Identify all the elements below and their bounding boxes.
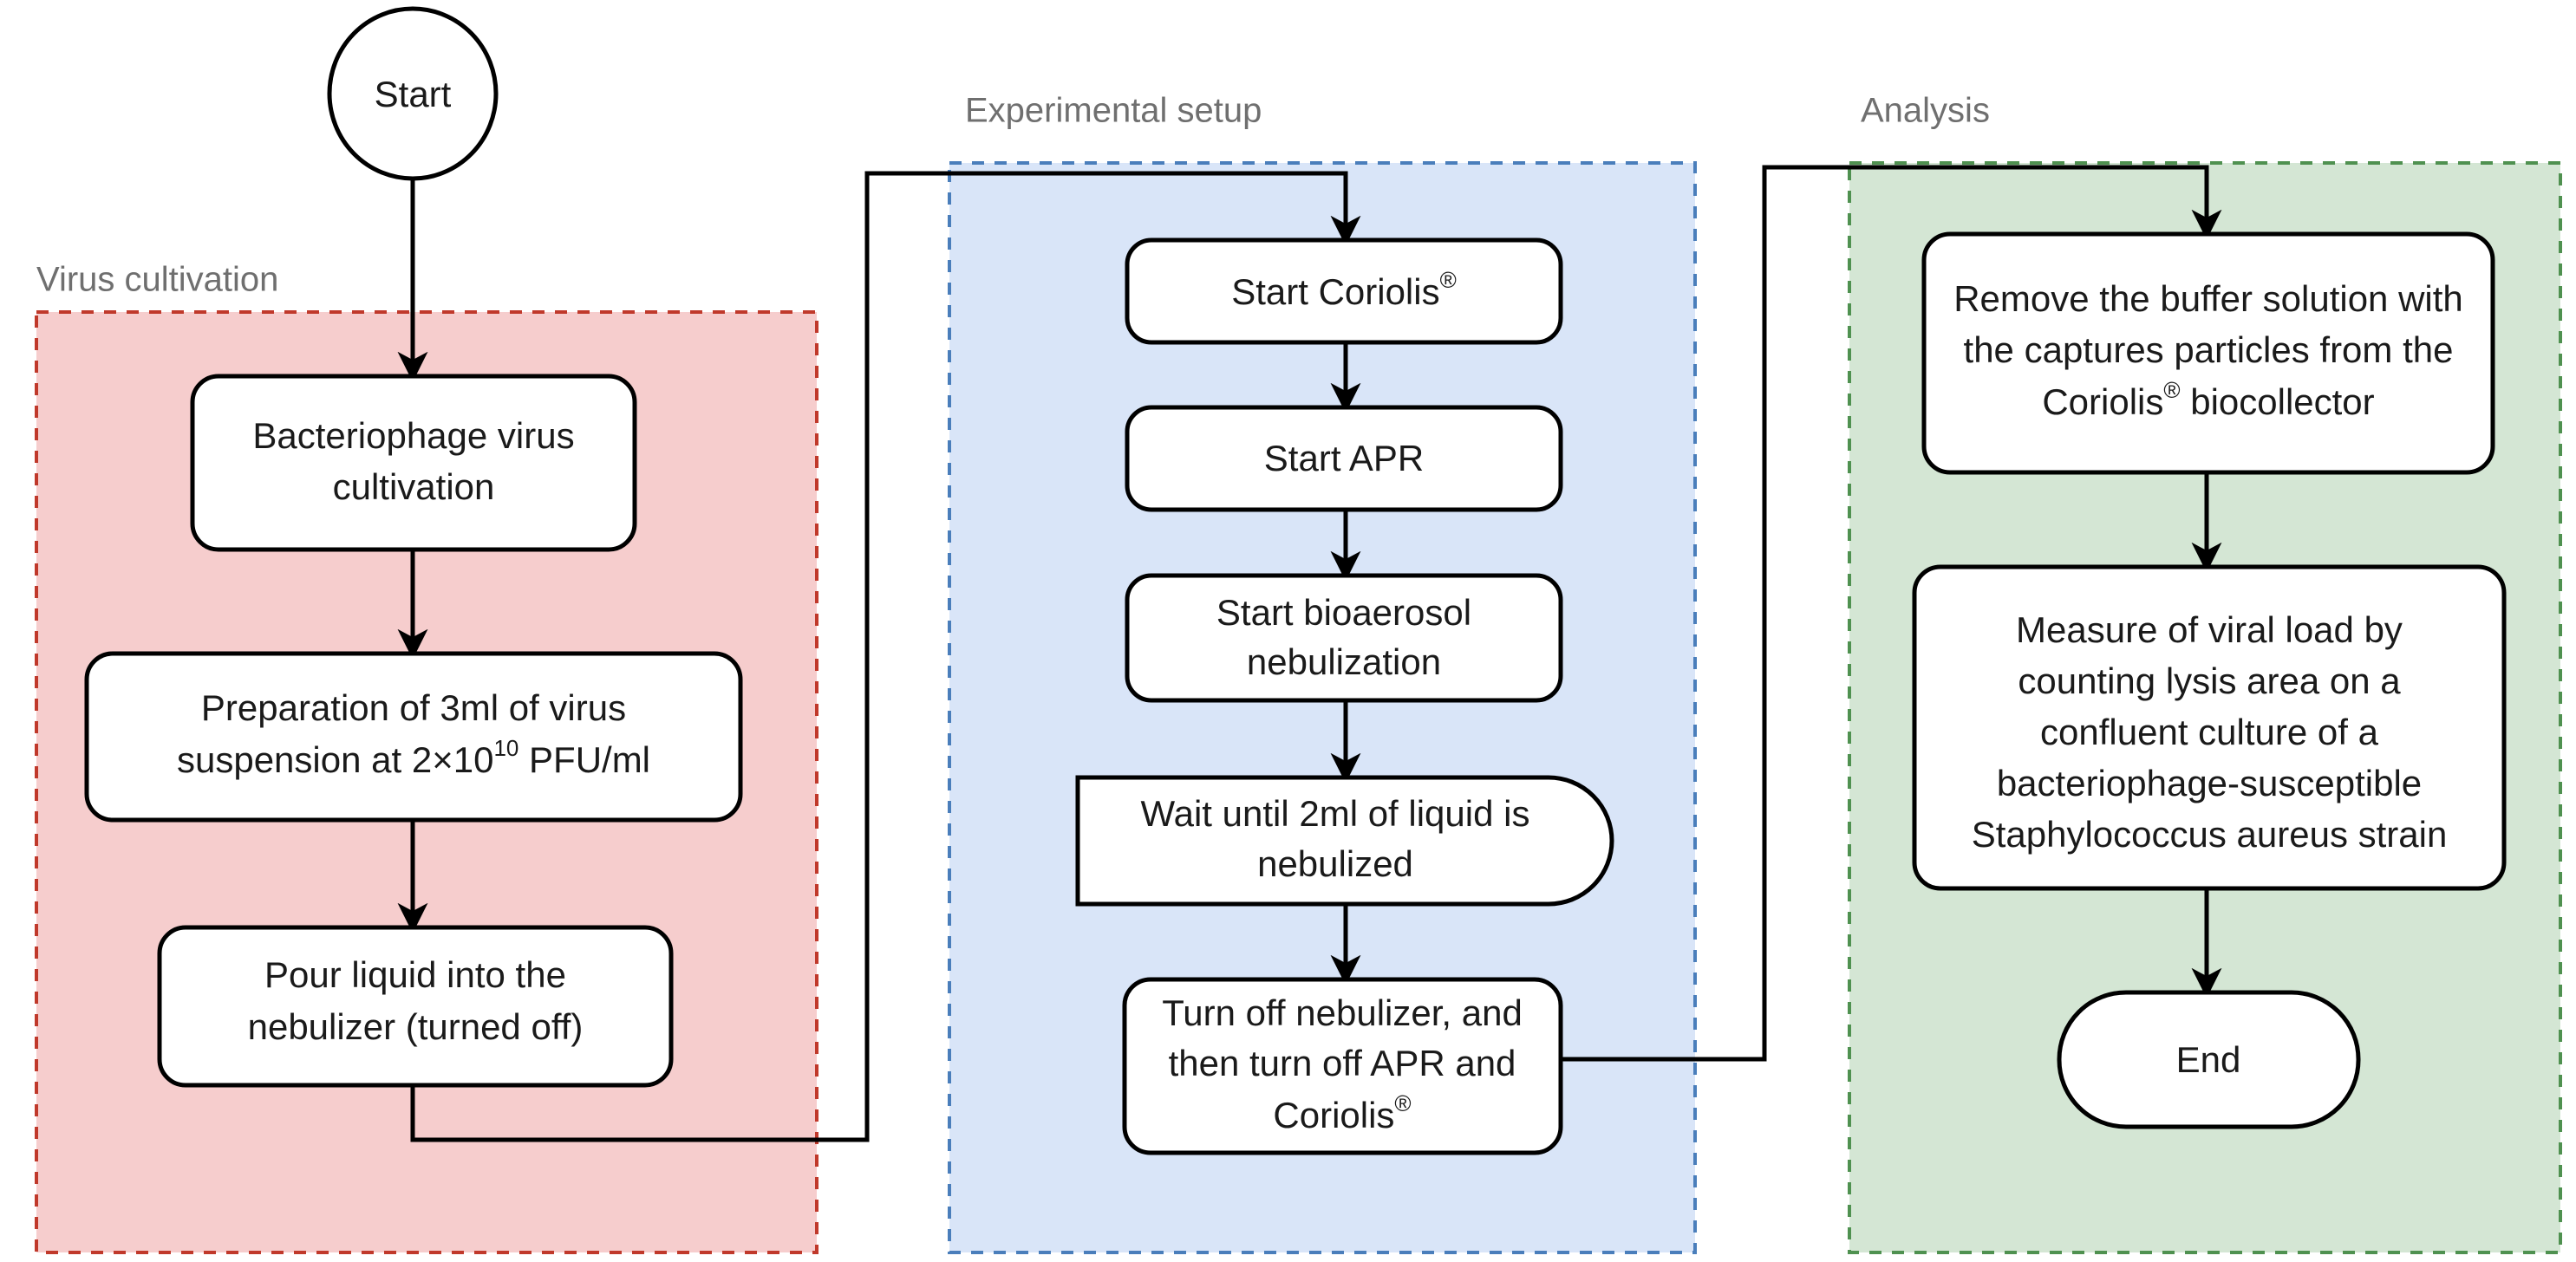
node-remove-buffer-line3-post: biocollector	[2181, 381, 2375, 422]
node-turn-off-line3-pre: Coriolis	[1273, 1095, 1394, 1135]
node-cultivation-line1: Bacteriophage virus	[252, 415, 574, 456]
node-preparation-shape[interactable]	[84, 651, 743, 823]
edge-turnoff-to-remove-buffer	[1561, 165, 2222, 1062]
node-start-nebulization-line2: nebulization	[1247, 641, 1441, 682]
node-end[interactable]: End	[2057, 990, 2361, 1129]
node-preparation-line2-post: PFU/ml	[518, 739, 650, 780]
node-turn-off-line1: Turn off nebulizer, and	[1162, 992, 1523, 1033]
node-wait[interactable]: Wait until 2ml of liquid is nebulized	[1075, 775, 1614, 907]
node-turn-off-line2: then turn off APR and	[1169, 1043, 1516, 1083]
zone-analysis-label: Analysis	[1861, 92, 1990, 130]
node-measure[interactable]: Measure of viral load by counting lysis …	[1912, 564, 2507, 891]
node-turn-off-shape[interactable]	[1122, 977, 1563, 1155]
node-end-label: End	[2176, 1039, 2241, 1080]
node-measure-line4: bacteriophage-susceptible	[1997, 763, 2422, 803]
zone-experimental-setup-label: Experimental setup	[965, 92, 1262, 130]
node-turn-off-line3: Coriolis®	[1273, 1090, 1411, 1135]
node-cultivation-shape[interactable]	[190, 374, 637, 552]
node-remove-buffer-registered-icon: ®	[2163, 377, 2180, 403]
node-remove-buffer-line3: Coriolis® biocollector	[2042, 377, 2374, 422]
node-pour[interactable]: Pour liquid into the nebulizer (turned o…	[157, 925, 674, 1088]
node-pour-line1: Pour liquid into the	[264, 954, 566, 995]
node-start-nebulization-shape[interactable]	[1125, 573, 1563, 703]
node-start-coriolis-text: Start Coriolis	[1231, 271, 1439, 312]
node-start-nebulization-line1: Start bioaerosol	[1216, 592, 1471, 633]
node-turn-off[interactable]: Turn off nebulizer, and then turn off AP…	[1122, 977, 1563, 1155]
node-start-shape[interactable]	[327, 6, 499, 181]
node-preparation-line2-pre: suspension at 2×10	[177, 739, 493, 780]
node-measure-shape[interactable]	[1912, 564, 2507, 891]
node-wait-shape[interactable]	[1075, 775, 1614, 907]
node-start-coriolis-label: Start Coriolis®	[1231, 267, 1457, 312]
node-pour-line2: nebulizer (turned off)	[248, 1006, 584, 1047]
node-preparation-line1: Preparation of 3ml of virus	[201, 687, 626, 728]
node-remove-buffer-line1: Remove the buffer solution with	[1953, 278, 2463, 319]
node-turn-off-registered-icon: ®	[1394, 1090, 1411, 1116]
node-cultivation[interactable]: Bacteriophage virus cultivation	[190, 374, 637, 552]
zone-virus-cultivation-label: Virus cultivation	[36, 261, 278, 299]
node-preparation-exponent: 10	[493, 735, 518, 761]
node-start[interactable]: Start	[327, 6, 499, 181]
node-start-nebulization[interactable]: Start bioaerosol nebulization	[1125, 573, 1563, 703]
node-start-coriolis-registered-icon: ®	[1440, 267, 1457, 293]
node-start-coriolis[interactable]: Start Coriolis®	[1125, 237, 1563, 345]
node-remove-buffer-line2: the captures particles from the	[1964, 329, 2454, 370]
node-measure-line5: Staphylococcus aureus strain	[1972, 814, 2448, 855]
node-remove-buffer[interactable]: Remove the buffer solution with the capt…	[1921, 231, 2495, 475]
node-end-shape[interactable]	[2057, 990, 2361, 1129]
node-measure-line1: Measure of viral load by	[2016, 609, 2403, 650]
node-start-label: Start	[375, 74, 452, 114]
node-pour-shape[interactable]	[157, 925, 674, 1088]
node-wait-line2: nebulized	[1257, 843, 1413, 884]
node-measure-line2: counting lysis area on a	[2018, 660, 2401, 701]
node-remove-buffer-shape[interactable]	[1921, 231, 2495, 475]
node-start-apr-shape[interactable]	[1125, 405, 1563, 512]
node-start-coriolis-shape[interactable]	[1125, 237, 1563, 345]
node-start-apr[interactable]: Start APR	[1125, 405, 1563, 512]
node-remove-buffer-line3-pre: Coriolis	[2042, 381, 2163, 422]
node-start-apr-label: Start APR	[1264, 438, 1424, 478]
node-wait-line1: Wait until 2ml of liquid is	[1141, 793, 1530, 834]
node-cultivation-line2: cultivation	[333, 466, 495, 507]
node-measure-line3: confluent culture of a	[2040, 712, 2379, 752]
node-preparation[interactable]: Preparation of 3ml of virus suspension a…	[84, 651, 743, 823]
edge-pour-to-start-coriolis	[410, 171, 1361, 1142]
node-preparation-line2: suspension at 2×1010 PFU/ml	[177, 735, 650, 780]
